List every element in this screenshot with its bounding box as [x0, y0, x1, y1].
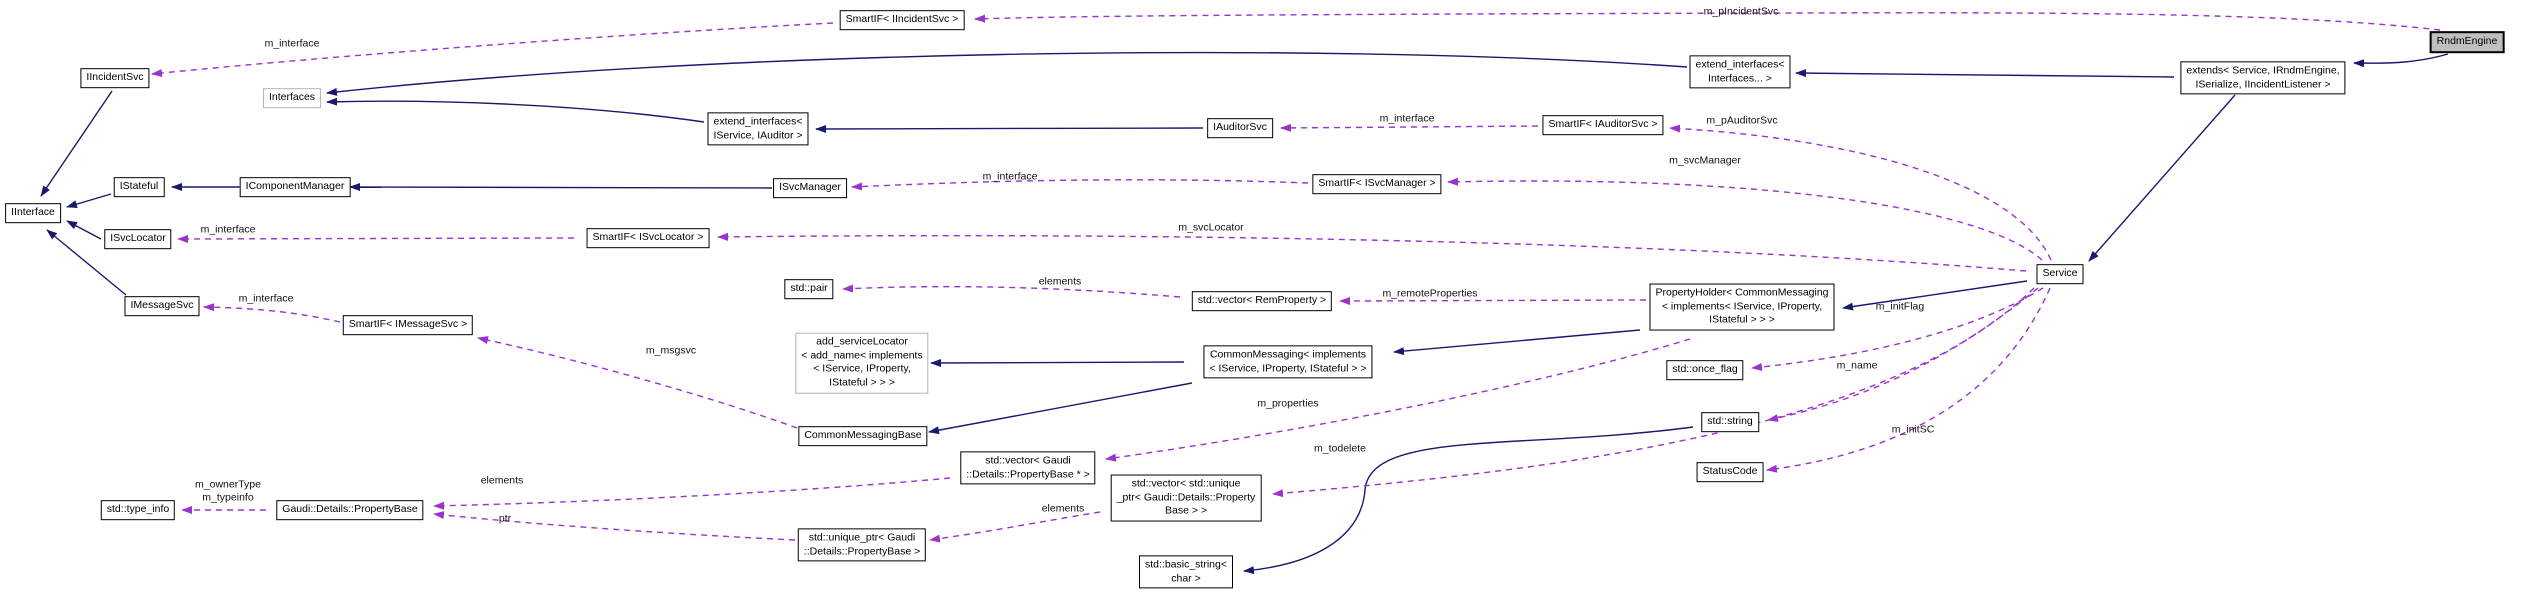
edge-label-m-name: m_name: [1836, 359, 1878, 372]
edge-label-m-interface-incident: m_interface: [264, 37, 320, 50]
edge-label-m-pauditorsvc: m_pAuditorSvc: [1706, 114, 1778, 127]
node-vector-remproperty[interactable]: std::vector< RemProperty >: [1191, 291, 1333, 311]
node-propertyholder[interactable]: PropertyHolder< CommonMessaging < implem…: [1649, 283, 1835, 331]
edge-label-m-initsc: m_initSC: [1891, 423, 1935, 436]
node-std-once-flag[interactable]: std::once_flag: [1666, 360, 1744, 380]
edge-service-to-smartif-isvclocator: [717, 232, 2027, 272]
edge-imessagesvc-to-iinterface: [46, 229, 127, 296]
edge-service-to-propertyholder: [1842, 280, 2028, 311]
edge-service-to-smartif-isvcmanager: [1447, 177, 2043, 261]
edge-label-m-svclocator: m_svcLocator: [1178, 221, 1244, 234]
edge-propertyholder-to-vector-propertybase-ptr: [1105, 338, 1691, 462]
edge-service-to-statuscode: [1766, 287, 2051, 473]
edge-commonmessaging-to-add-servicelocator: [930, 358, 1185, 367]
edge-vector-remproperty-to-std-pair: [842, 284, 1181, 298]
node-extends-service[interactable]: extends< Service, IRndmEngine, ISerializ…: [2180, 61, 2346, 95]
edge-label-m-svcmanager: m_svcManager: [1669, 154, 1741, 167]
edge-istateful-to-iinterface: [66, 193, 112, 209]
edge-extends-to-extend-interfaces-variadic: [1795, 69, 2175, 78]
edge-propertyholder-to-vector-remproperty: [1339, 296, 1647, 305]
node-statuscode[interactable]: StatusCode: [1696, 462, 1764, 482]
edge-label-m-interface-svclocator: m_interface: [200, 223, 256, 236]
edge-isvcmanager-to-icomponentmanager: [349, 183, 773, 192]
node-std-type-info[interactable]: std::type_info: [100, 500, 176, 520]
edge-service-to-vector-unique-ptr: [1272, 287, 2035, 498]
edge-service-to-once-flag: [1751, 287, 2044, 371]
edge-label-elements-propertybase: elements: [480, 474, 524, 487]
node-vector-propertybase-ptr[interactable]: std::vector< Gaudi ::Details::PropertyBa…: [960, 451, 1096, 485]
edge-string-to-basic-string: [1243, 426, 1694, 575]
node-commonmessaging-implements[interactable]: CommonMessaging< implements < IService, …: [1203, 345, 1373, 379]
node-service[interactable]: Service: [2036, 264, 2084, 284]
edge-label-m-interface-svcmanager: m_interface: [982, 170, 1038, 183]
node-commonmessagingbase[interactable]: CommonMessagingBase: [798, 426, 928, 446]
node-smartif-imessagesvc[interactable]: SmartIF< IMessageSvc >: [342, 315, 474, 335]
edge-extend-interfaces-variadic-to-interfaces: [326, 51, 1688, 96]
node-vector-unique-ptr-propertybase[interactable]: std::vector< std::unique _ptr< Gaudi::De…: [1110, 474, 1262, 522]
edge-smartif-iincidentsvc-to-iincidentsvc: [151, 22, 834, 77]
edge-label-m-msgsvc: m_msgsvc: [645, 344, 697, 357]
edge-commonmessaging-to-commonmessagingbase: [928, 382, 1193, 435]
edge-commonmessagingbase-to-smartif-imessagesvc: [477, 336, 798, 429]
edge-iauditorsvc-to-extend-interfaces: [815, 124, 1204, 133]
node-iinterface[interactable]: IInterface: [5, 203, 61, 223]
edge-propertyholder-to-commonmessaging: [1393, 329, 1641, 356]
node-istateful[interactable]: IStateful: [113, 177, 165, 197]
edge-isvclocator-to-iinterface: [66, 220, 102, 240]
node-imessagesvc[interactable]: IMessageSvc: [124, 296, 200, 316]
edge-smartif-imessagesvc-to-imessagesvc: [203, 303, 341, 323]
node-isvcmanager[interactable]: ISvcManager: [773, 178, 847, 198]
node-smartif-iincidentsvc[interactable]: SmartIF< IIncidentSvc >: [839, 10, 965, 30]
edge-extends-to-service: [2088, 94, 2236, 262]
node-extend-interfaces-iservice-iauditor[interactable]: extend_interfaces< IService, IAuditor >: [707, 112, 809, 146]
edge-label-m-initflag: m_initFlag: [1875, 300, 1925, 313]
edge-label-m-ownertype-m-typeinfo: m_ownerType m_typeinfo: [195, 478, 261, 503]
edge-extend-interfaces-svc-auditor-to-interfaces: [326, 97, 705, 123]
edge-smartif-isvcmanager-to-isvcmanager: [851, 179, 1309, 191]
node-extend-interfaces-variadic[interactable]: extend_interfaces< Interfaces... >: [1689, 55, 1791, 89]
node-std-basic-string-char[interactable]: std::basic_string< char >: [1138, 555, 1234, 589]
edge-label-ptr: ptr: [498, 512, 512, 525]
edge-service-to-smartif-iauditorsvc: [1669, 124, 2052, 261]
edge-smartif-iauditorsvc-to-iauditorsvc: [1280, 123, 1539, 132]
node-icomponentmanager[interactable]: IComponentManager: [239, 177, 351, 197]
edge-iincidentsvc-to-iinterface: [40, 90, 113, 197]
edge-unique-ptr-to-propertybase: [433, 511, 796, 541]
edge-label-elements-pair: elements: [1038, 275, 1082, 288]
edge-smartif-isvclocator-to-isvclocator: [177, 234, 575, 243]
edge-label-m-todelete: m_todelete: [1314, 442, 1366, 455]
node-smartif-iauditorsvc[interactable]: SmartIF< IAuditorSvc >: [1542, 115, 1664, 135]
node-rndmengine: RndmEngine: [2429, 31, 2505, 53]
node-smartif-isvclocator[interactable]: SmartIF< ISvcLocator >: [586, 228, 710, 248]
node-add-servicelocator: add_serviceLocator < add_name< implement…: [795, 332, 929, 394]
edge-label-m-interface-messagesvc: m_interface: [238, 292, 294, 305]
edge-label-m-pincidentsvc: m_pIncidentSvc: [1703, 5, 1779, 18]
edge-label-m-properties: m_properties: [1257, 397, 1319, 410]
node-iincidentsvc[interactable]: IIncidentSvc: [80, 68, 150, 88]
node-smartif-isvcmanager[interactable]: SmartIF< ISvcManager >: [1312, 174, 1442, 194]
node-interfaces: Interfaces: [262, 88, 322, 108]
edge-label-elements-unique-ptr: elements: [1041, 502, 1085, 515]
node-iauditorsvc[interactable]: IAuditorSvc: [1207, 118, 1273, 138]
edge-label-m-remoteproperties: m_remoteProperties: [1382, 287, 1478, 300]
edge-rndmengine-to-smartif-iincidentsvc: [974, 12, 2441, 31]
node-unique-ptr-propertybase[interactable]: std::unique_ptr< Gaudi ::Details::Proper…: [797, 528, 927, 562]
edge-service-to-string: [1767, 287, 2039, 422]
edge-vector-unique-ptr-to-unique-ptr: [929, 511, 1101, 543]
edge-rndmengine-to-extends: [2353, 53, 2449, 68]
edge-label-m-interface-auditor: m_interface: [1379, 112, 1435, 125]
node-gaudi-details-propertybase[interactable]: Gaudi::Details::PropertyBase: [276, 500, 424, 520]
node-isvclocator[interactable]: ISvcLocator: [104, 229, 172, 249]
node-std-string[interactable]: std::string: [1701, 412, 1759, 432]
node-std-pair[interactable]: std::pair: [784, 279, 834, 299]
